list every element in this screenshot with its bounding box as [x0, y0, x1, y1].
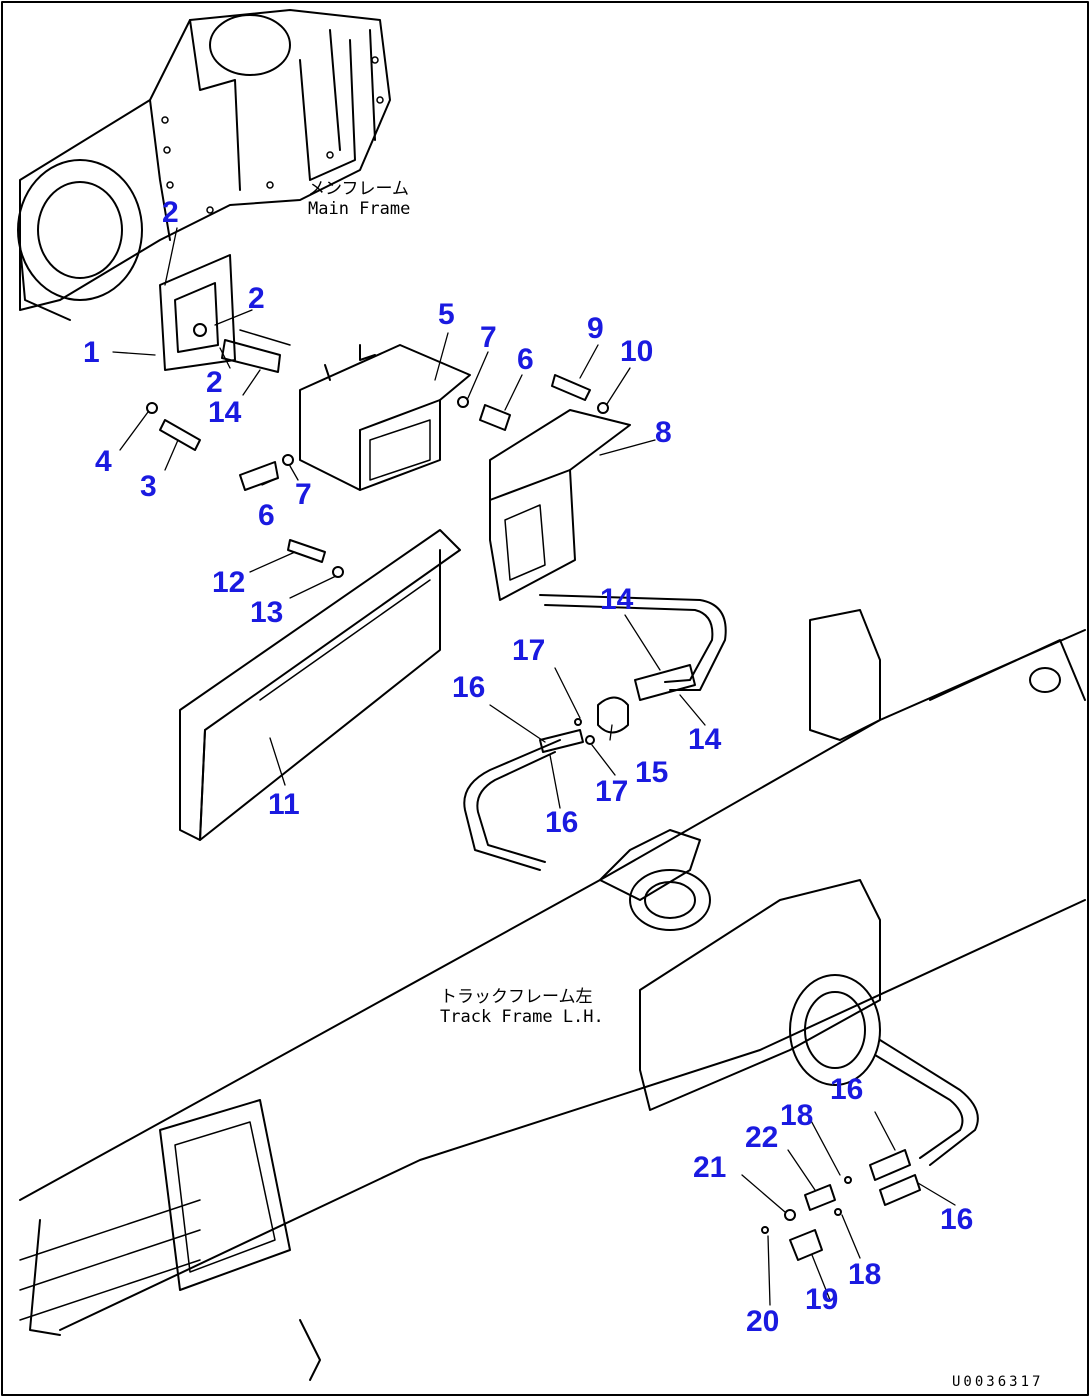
callout-14c: 14	[688, 723, 722, 756]
leader-lines	[112, 227, 956, 1306]
callout-16c: 16	[830, 1073, 864, 1106]
callout-19: 19	[805, 1283, 839, 1316]
hose-lower	[874, 1039, 979, 1166]
callout-7b: 7	[295, 478, 312, 511]
hose-middle	[463, 739, 561, 871]
callout-18b: 18	[848, 1258, 882, 1291]
callout-14a: 14	[208, 396, 242, 429]
callout-15: 15	[635, 756, 669, 789]
hose-upper	[539, 594, 727, 691]
callout-12: 12	[212, 566, 246, 599]
main-frame-label: メンフレーム Main Frame	[308, 179, 411, 219]
main-frame-label-jp: メンフレーム	[308, 179, 409, 199]
drawing-number: U0036317	[952, 1374, 1044, 1390]
box-bracket	[299, 344, 471, 491]
callout-17a: 17	[512, 634, 546, 667]
callout-22: 22	[745, 1121, 779, 1154]
callout-7a: 7	[480, 321, 497, 354]
callout-6a: 6	[517, 343, 534, 376]
track-frame-label-jp: トラックフレーム左	[440, 987, 593, 1007]
callout-16a: 16	[452, 671, 486, 704]
long-guard	[179, 529, 461, 841]
callout-5: 5	[438, 298, 455, 331]
cover-plate	[489, 409, 631, 601]
callout-2a: 2	[162, 196, 179, 229]
track-frame	[19, 609, 1086, 1381]
callout-9: 9	[587, 312, 604, 345]
bracket-plate	[159, 254, 236, 371]
main-frame-label-en: Main Frame	[308, 198, 411, 219]
callout-16d: 16	[940, 1203, 974, 1236]
callout-14b: 14	[600, 583, 634, 616]
callout-20: 20	[746, 1305, 780, 1338]
callout-3: 3	[140, 470, 157, 503]
callout-2c: 2	[206, 366, 223, 399]
callout-21: 21	[693, 1151, 727, 1184]
callout-13: 13	[250, 596, 284, 629]
callout-2b: 2	[248, 282, 265, 315]
callout-17b: 17	[595, 775, 629, 808]
track-frame-label-en: Track Frame L.H.	[440, 1006, 604, 1027]
callout-4: 4	[95, 445, 112, 478]
hardware	[146, 329, 921, 1261]
callout-18a: 18	[780, 1099, 814, 1132]
track-frame-label: トラックフレーム左 Track Frame L.H.	[440, 987, 604, 1027]
main-frame	[17, 9, 391, 321]
callout-1: 1	[83, 336, 100, 369]
callout-11: 11	[268, 788, 300, 821]
callout-6b: 6	[258, 499, 275, 532]
callout-16b: 16	[545, 806, 579, 839]
callout-8: 8	[655, 416, 672, 449]
callout-10: 10	[620, 335, 654, 368]
